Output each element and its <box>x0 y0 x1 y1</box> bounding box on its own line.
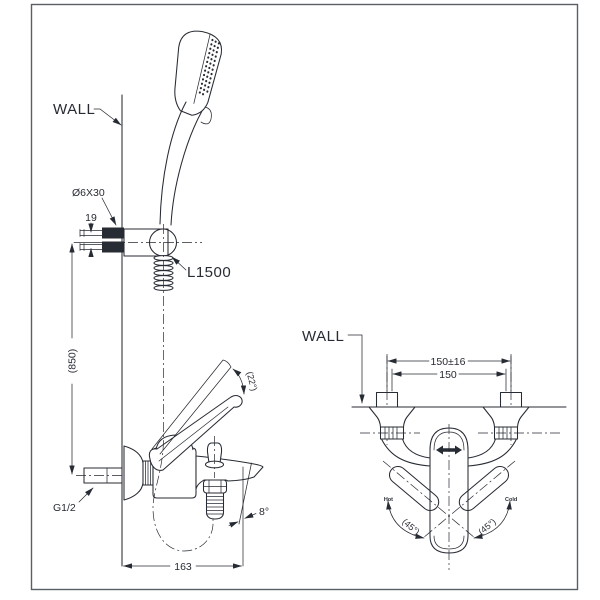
sheet-border <box>30 3 579 591</box>
shower-face-edge <box>193 33 211 104</box>
mount-height-label: (850) <box>67 349 79 374</box>
tube-left <box>380 438 431 467</box>
dimension-screw-spacing: 19 <box>85 212 97 258</box>
lever-handle <box>148 395 243 471</box>
spout-angle-dimension: 8° <box>228 462 269 567</box>
mixer-front <box>429 427 469 554</box>
screw-spacing-label: 19 <box>85 212 97 224</box>
wall-label-left: WALL <box>53 101 95 118</box>
mixer-body-front <box>429 427 469 554</box>
spout-angle-label: 8° <box>259 506 269 518</box>
diverter-knob <box>206 442 223 464</box>
anchor-size-label: Ø6X30 <box>72 187 105 199</box>
dimension-mount-height: (850) <box>67 242 111 475</box>
spout-reach-label: 163 <box>174 561 192 573</box>
shower-handle <box>159 101 203 226</box>
dimension-center-distance: 150 <box>391 368 507 392</box>
cold-label: Cold <box>505 497 517 503</box>
hot-label: Hot <box>384 497 393 503</box>
front-view: WALL 150±16 150 <box>302 328 567 570</box>
hose-length-leader <box>171 256 187 271</box>
handle-axis-centerlines <box>382 460 516 539</box>
handle-swing-right: (45°) <box>473 500 512 539</box>
handle-cold <box>458 465 510 512</box>
dimension-spout-reach: 163 <box>123 561 242 573</box>
mounting-screws <box>79 227 124 253</box>
mixer-side <box>123 434 264 520</box>
handle-swing-left: (45°) <box>386 500 425 539</box>
anchor-size-leader <box>101 197 117 226</box>
dimension-center-tolerance: 150±16 <box>386 355 512 392</box>
lever-angle-label: (22°) <box>245 370 260 392</box>
lever-angle-dimension: (22°) <box>232 368 260 395</box>
escutcheon-side <box>123 445 144 501</box>
tube-right <box>467 438 518 467</box>
center-distance-tolerance-label: 150±16 <box>431 356 466 368</box>
hose-outlet-thread <box>205 492 225 520</box>
hose-centerline <box>152 224 214 552</box>
spray-nozzle-dots <box>197 38 220 100</box>
side-view: WALL Ø6X30 19 <box>53 30 269 573</box>
handle-hot <box>388 465 440 512</box>
wall-label-right: WALL <box>302 328 344 345</box>
wall-leader-right <box>347 334 365 404</box>
inlet-thread-label: G1/2 <box>53 502 76 514</box>
wall-anchor-bottom <box>102 241 124 253</box>
shower-hook-tab <box>200 106 212 125</box>
wall-anchor-top <box>102 227 124 239</box>
escutcheon-front-left <box>368 406 416 428</box>
escutcheon-front-right <box>482 406 530 428</box>
center-distance-label: 150 <box>439 369 457 381</box>
inlet-thread-leader <box>78 487 94 503</box>
hand-shower <box>159 30 223 226</box>
lever-handle-phantom <box>151 359 232 455</box>
wall-leader-left <box>93 108 122 126</box>
hose-length-label: L1500 <box>187 264 231 281</box>
